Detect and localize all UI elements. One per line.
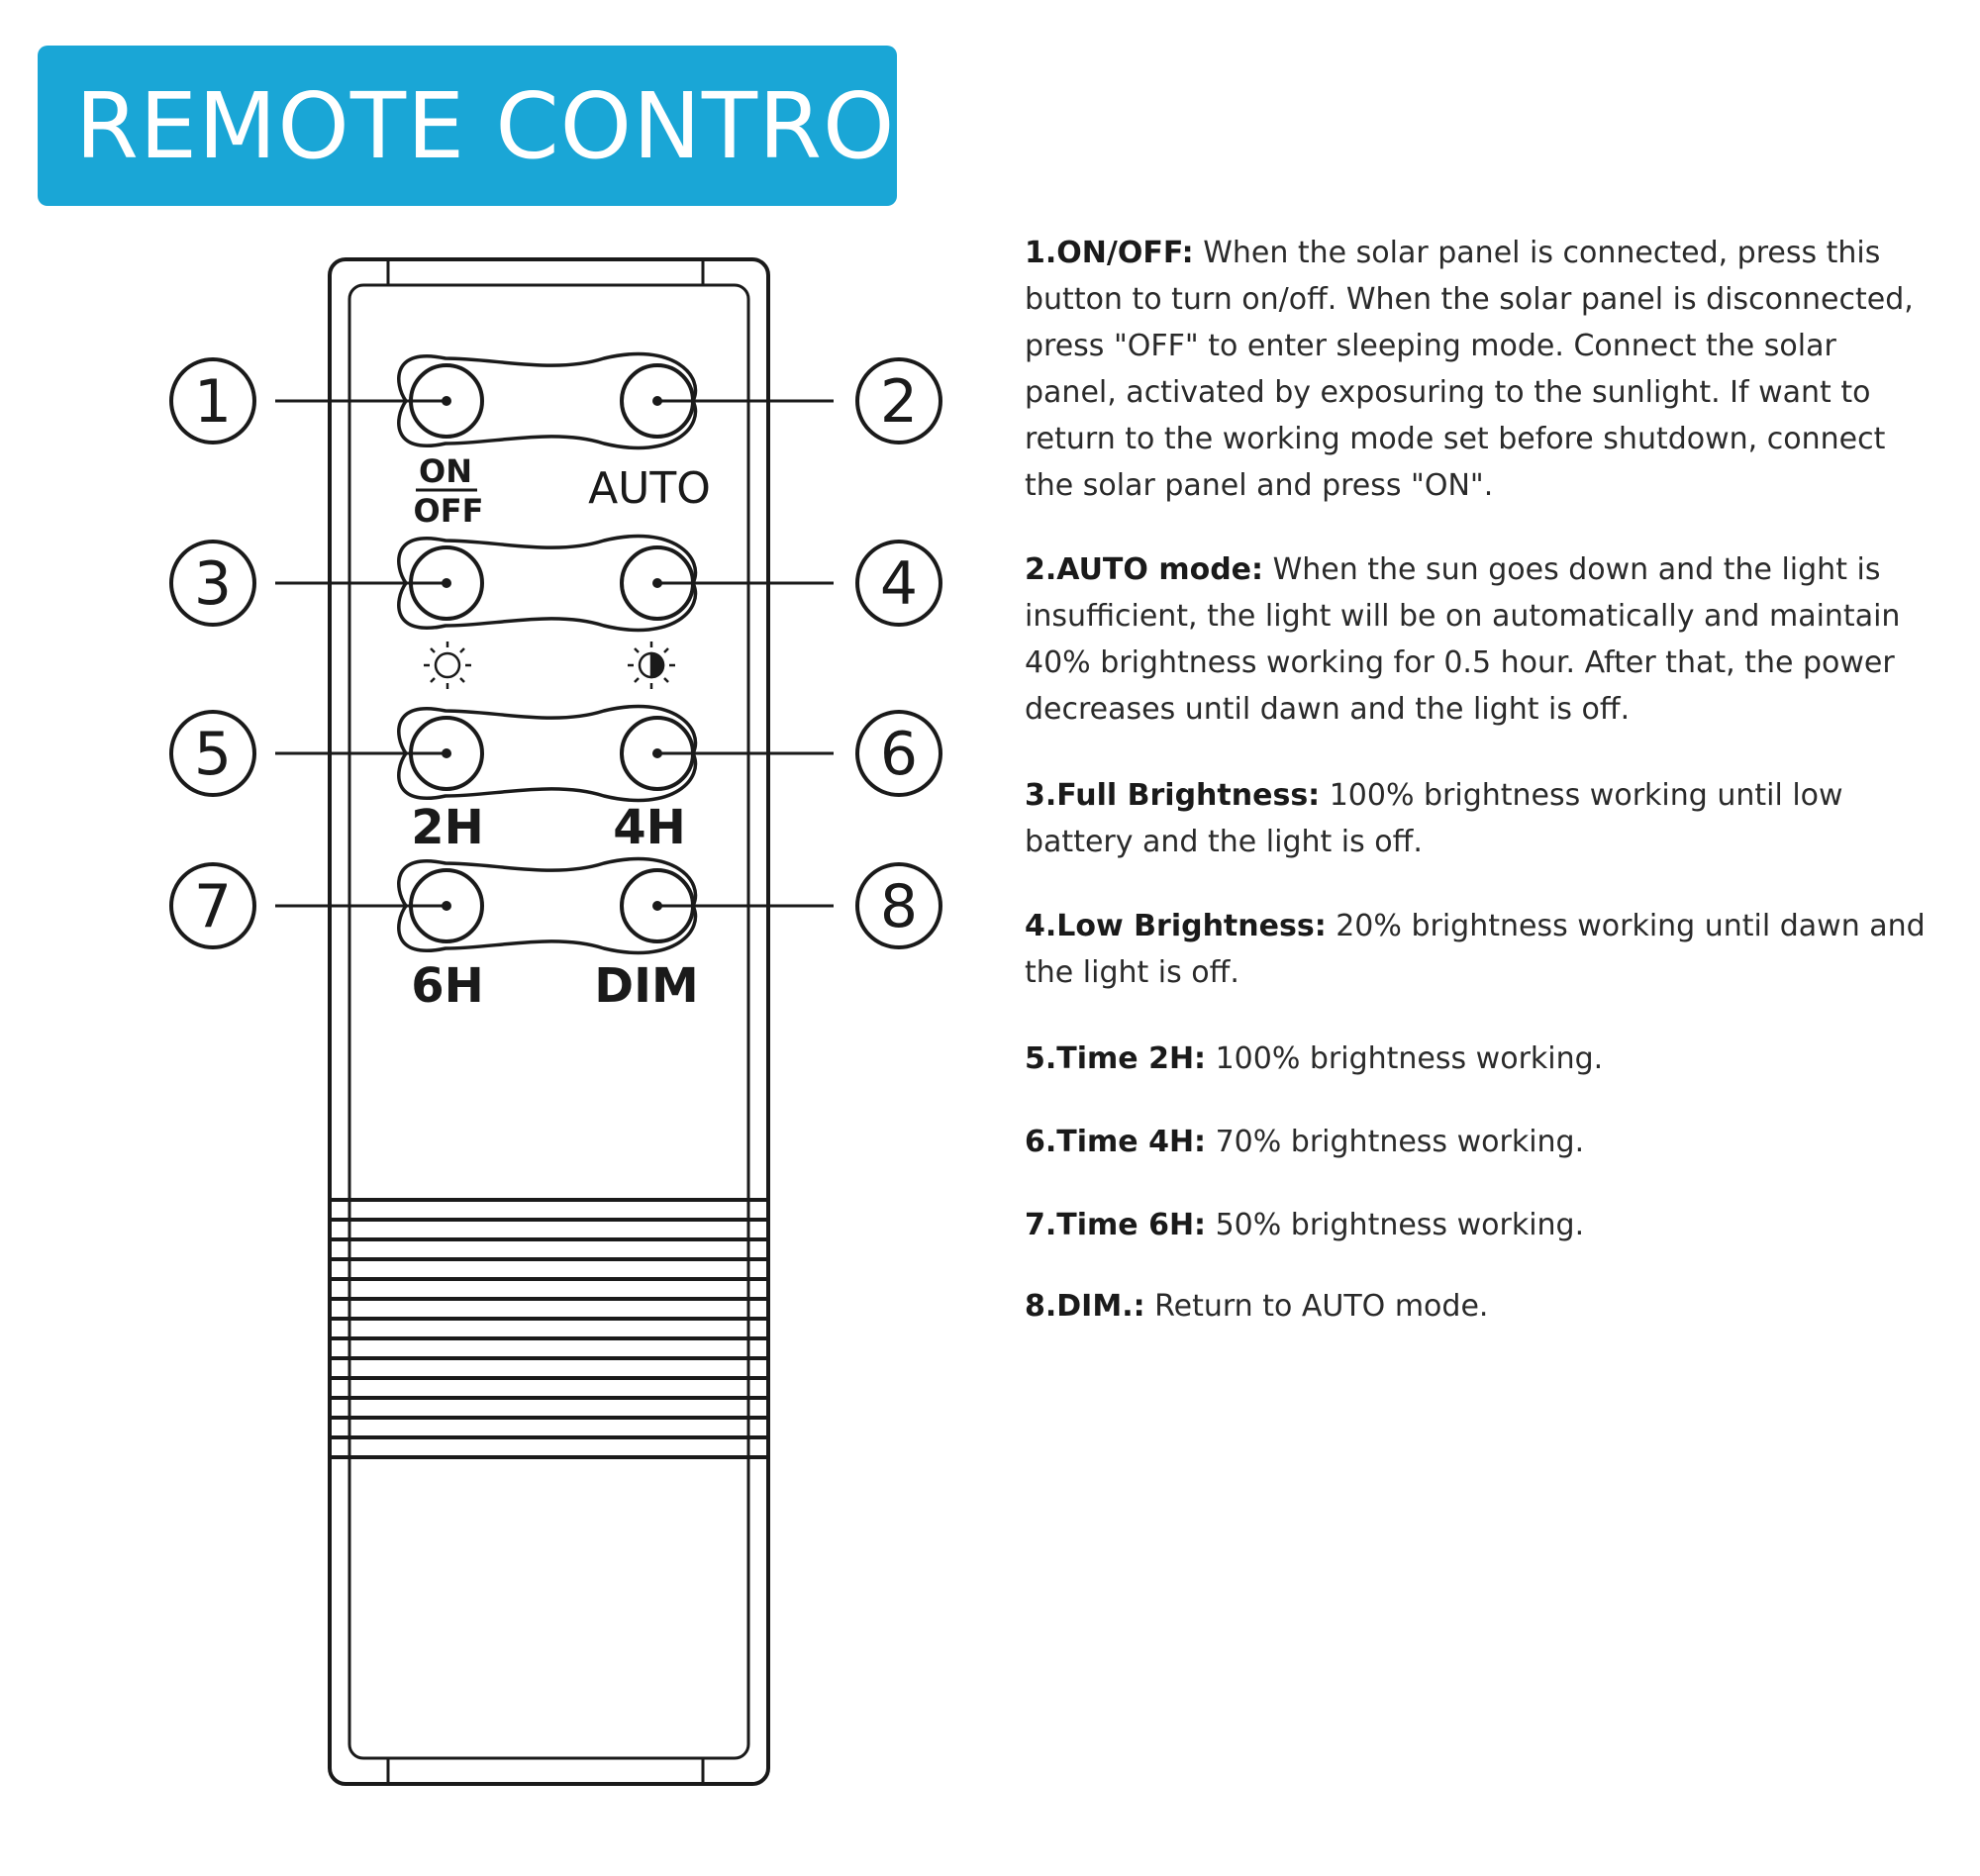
label-dim: DIM: [594, 958, 698, 1014]
description-text: When the solar panel is connected, press…: [1025, 236, 1914, 503]
description-item-7: 7.Time 6H: 50% brightness working.: [1025, 1202, 1935, 1248]
description-text: 20% brightness working until dawn and th…: [1025, 909, 1926, 990]
description-key: 8.DIM.:: [1025, 1289, 1145, 1324]
label-6h: 6H: [411, 958, 484, 1014]
callout-number-3: 3: [194, 549, 232, 619]
label-4h: 4H: [613, 800, 686, 855]
description-key: 2.AUTO mode:: [1025, 552, 1264, 587]
button-pair-1-2-outline: [397, 351, 698, 450]
description-item-8: 8.DIM.: Return to AUTO mode.: [1025, 1283, 1935, 1330]
button-pair-5-6-outline: [397, 704, 698, 803]
description-item-6: 6.Time 4H: 70% brightness working.: [1025, 1119, 1935, 1165]
callout-circle-1: [169, 357, 256, 444]
callout-circle-4: [855, 540, 942, 627]
button-pair-7-8-outline: [397, 856, 698, 955]
callout-number-8: 8: [880, 872, 918, 941]
callout-number-6: 6: [880, 720, 918, 789]
description-text: 50% brightness working.: [1206, 1208, 1585, 1242]
grip-stripes: [330, 1198, 768, 1459]
callout-number-5: 5: [194, 720, 232, 789]
callout-circle-8: [855, 862, 942, 949]
label-off: OFF: [414, 492, 484, 530]
description-key: 4.Low Brightness:: [1025, 909, 1327, 943]
callout-circle-7: [169, 862, 256, 949]
button-pair-3-4-outline: [397, 534, 698, 633]
callout-circle-6: [855, 710, 942, 797]
description-key: 3.Full Brightness:: [1025, 778, 1321, 813]
label-2h: 2H: [411, 800, 484, 855]
description-item-1: 1.ON/OFF: When the solar panel is connec…: [1025, 230, 1935, 509]
callout-circle-3: [169, 540, 256, 627]
description-key: 5.Time 2H:: [1025, 1041, 1207, 1076]
callout-circle-2: [855, 357, 942, 444]
sun-half-icon: [628, 642, 675, 689]
callout-number-4: 4: [880, 549, 918, 619]
remote-body: [328, 257, 770, 1786]
callout-number-1: 1: [194, 367, 232, 437]
title-banner: REMOTE CONTROL: [38, 46, 946, 206]
label-auto: AUTO: [588, 463, 711, 514]
description-text: 70% brightness working.: [1206, 1125, 1585, 1159]
description-text: 100% brightness working.: [1206, 1041, 1604, 1076]
sun-full-icon: [424, 642, 471, 689]
description-text: Return to AUTO mode.: [1144, 1289, 1489, 1324]
description-key: 6.Time 4H:: [1025, 1125, 1207, 1159]
callout-number-7: 7: [194, 872, 232, 941]
callout-number-2: 2: [880, 367, 918, 437]
description-item-4: 4.Low Brightness: 20% brightness working…: [1025, 903, 1935, 996]
description-item-5: 5.Time 2H: 100% brightness working.: [1025, 1036, 1935, 1082]
callout-circle-5: [169, 710, 256, 797]
description-key: 7.Time 6H:: [1025, 1208, 1207, 1242]
description-key: 1.ON/OFF:: [1025, 236, 1194, 270]
page-title: REMOTE CONTROL: [75, 72, 947, 179]
description-text: 100% brightness working until low batter…: [1025, 778, 1843, 859]
label-on: ON: [419, 452, 472, 490]
description-item-3: 3.Full Brightness: 100% brightness worki…: [1025, 772, 1935, 865]
description-text: When the sun goes down and the light is …: [1025, 552, 1901, 727]
description-item-2: 2.AUTO mode: When the sun goes down and …: [1025, 546, 1935, 733]
